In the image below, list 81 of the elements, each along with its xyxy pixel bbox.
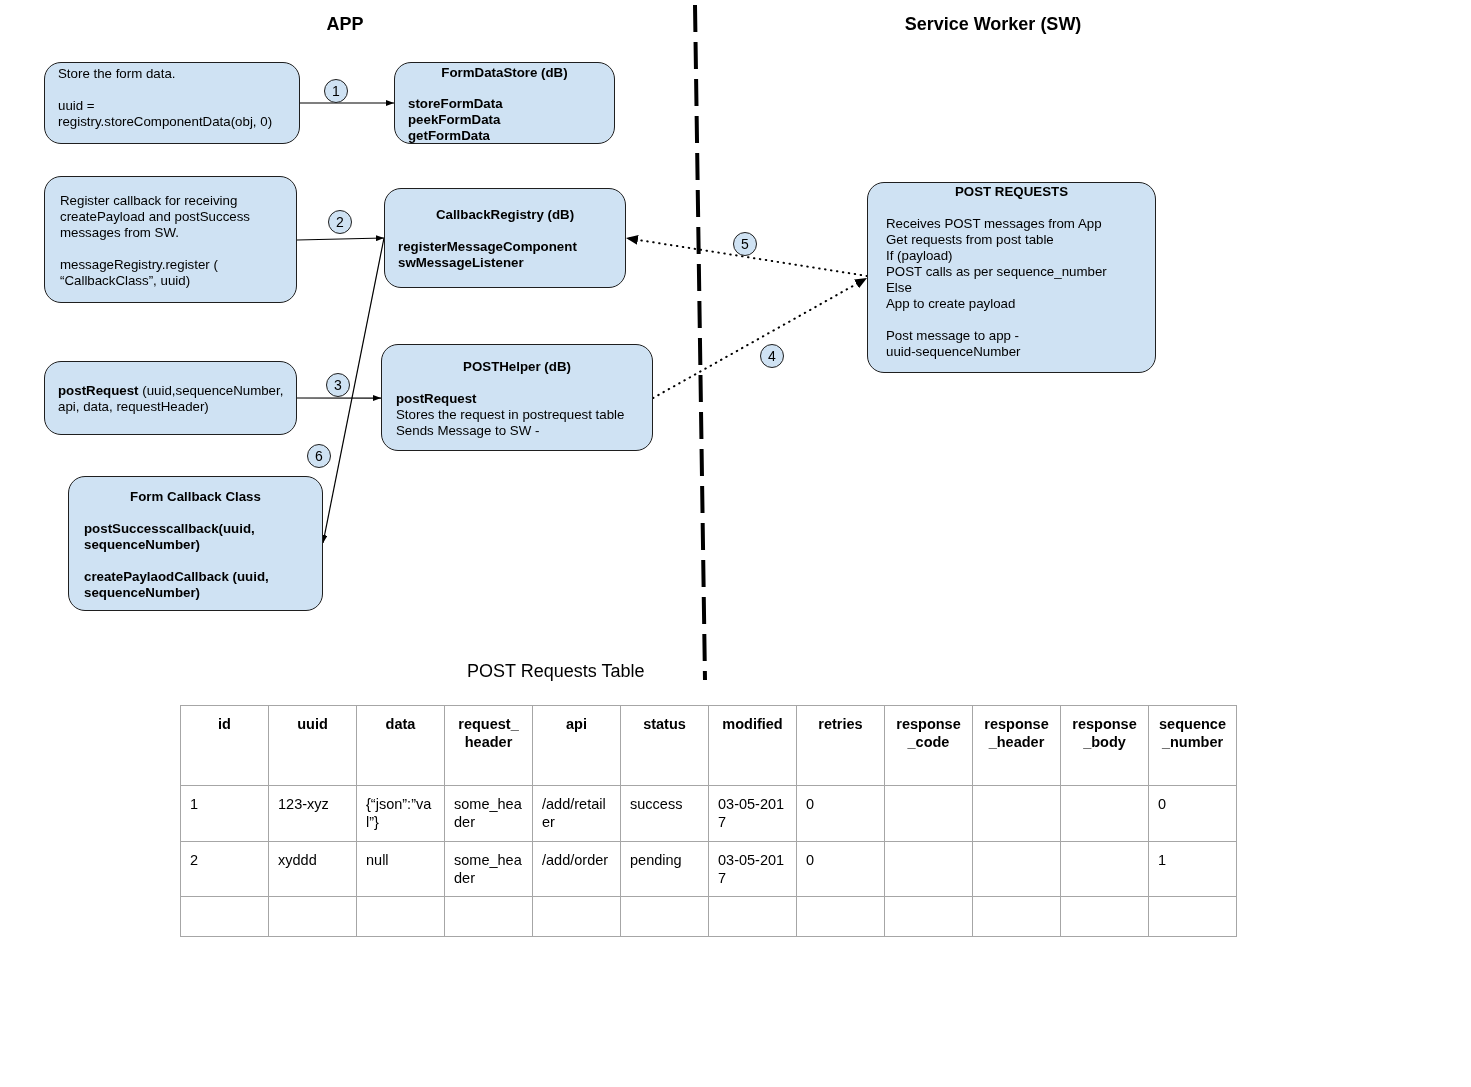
description-text: Register callback for receiving createPayload and postSuccess messages from SW.	[60, 193, 251, 241]
process-box	[44, 176, 297, 303]
method-name: getFormData	[408, 128, 490, 144]
step-number: 6	[307, 444, 331, 468]
method-name: postSuccesscallback(uuid, sequenceNumber)	[84, 521, 256, 553]
dotted-arrow	[652, 277, 868, 400]
description-text: Receives POST messages from App	[886, 216, 1102, 232]
process-box	[68, 476, 323, 611]
column-header: request_header	[457, 715, 520, 751]
column-header: response_header	[983, 715, 1050, 751]
box-title: POSTHelper (dB)	[463, 359, 571, 375]
column-header: sequence_number	[1158, 715, 1227, 751]
cell-value: 0	[806, 851, 815, 869]
description-text: uuid-sequenceNumber	[886, 344, 1021, 360]
cell-value: 0	[1158, 795, 1167, 813]
method-name: postRequest	[396, 391, 477, 407]
cell-value: pending	[630, 851, 682, 869]
process-box	[394, 62, 615, 144]
process-box	[44, 62, 300, 144]
method-name: peekFormData	[408, 112, 501, 128]
cell-value: 1	[190, 795, 199, 813]
step-number: 3	[326, 373, 350, 397]
description-text: Stores the request in postrequest table	[396, 407, 625, 423]
column-header: response_body	[1071, 715, 1138, 751]
table-title: POST Requests Table	[467, 660, 645, 682]
cell-value: 2	[190, 851, 199, 869]
column-header: response_code	[895, 715, 962, 751]
description-text: App to create payload	[886, 296, 1016, 312]
method-name: swMessageListener	[398, 255, 524, 271]
code-text: messageRegistry.register ( “CallbackClass”, uuid)	[60, 257, 219, 289]
cell-value: success	[630, 795, 683, 813]
method-name: registerMessageComponent	[398, 239, 577, 255]
cell-value: xyddd	[278, 851, 317, 869]
cell-value: 123-xyz	[278, 795, 329, 813]
cell-value: null	[366, 851, 389, 869]
column-header: modified	[722, 715, 783, 733]
cell-value: 1	[1158, 851, 1167, 869]
box-title: FormDataStore (dB)	[441, 65, 568, 81]
description-text: If (payload)	[886, 248, 953, 264]
cell-value: /add/retailer	[542, 795, 607, 831]
method-name: createPaylaodCallback (uuid, sequenceNumber)	[84, 569, 270, 601]
column-header: data	[385, 715, 416, 733]
process-box	[384, 188, 626, 288]
process-box	[44, 361, 297, 435]
box-title: POST REQUESTS	[954, 184, 1068, 200]
step-number: 4	[760, 344, 784, 368]
process-box	[867, 182, 1156, 373]
column-header: retries	[818, 715, 863, 733]
column-header: id	[218, 715, 231, 733]
box-title: CallbackRegistry (dB)	[435, 207, 575, 223]
step-number: 2	[328, 210, 352, 234]
arrow	[299, 100, 395, 106]
step-number: 5	[733, 232, 757, 256]
cell-value: 0	[806, 795, 815, 813]
description-text: POST calls as per sequence_number	[886, 264, 1107, 280]
code-text: postRequest (uuid,sequenceNumber, api, data, requestHeader)	[58, 383, 285, 415]
description-text: Else	[886, 280, 912, 296]
process-box	[381, 344, 653, 451]
cell-value: 03-05-2017	[718, 795, 786, 831]
code-text: uuid = registry.storeComponentData(obj, 0)	[58, 98, 274, 130]
step-number: 1	[324, 79, 348, 103]
description-text: Store the form data.	[58, 66, 176, 82]
column-header: status	[643, 715, 686, 733]
column-heading: APP	[326, 13, 364, 35]
arrow	[296, 235, 385, 242]
box-title: Form Callback Class	[130, 489, 261, 505]
method-name: storeFormData	[408, 96, 503, 112]
description-text: Get requests from post table	[886, 232, 1054, 248]
column-header: api	[566, 715, 587, 733]
arrow	[296, 395, 382, 402]
description-text: Post message to app -	[886, 328, 1020, 344]
cell-value: 03-05-2017	[718, 851, 786, 887]
column-heading: Service Worker (SW)	[904, 13, 1082, 35]
description-text: Sends Message to SW -	[396, 423, 540, 439]
arrow	[321, 237, 385, 544]
column-header: uuid	[297, 715, 328, 733]
dotted-arrow	[625, 234, 868, 277]
cell-value: /add/order	[542, 851, 609, 869]
cell-value: some_header	[454, 851, 523, 887]
cell-value: {“json”:”val”}	[366, 795, 433, 831]
cell-value: some_header	[454, 795, 523, 831]
